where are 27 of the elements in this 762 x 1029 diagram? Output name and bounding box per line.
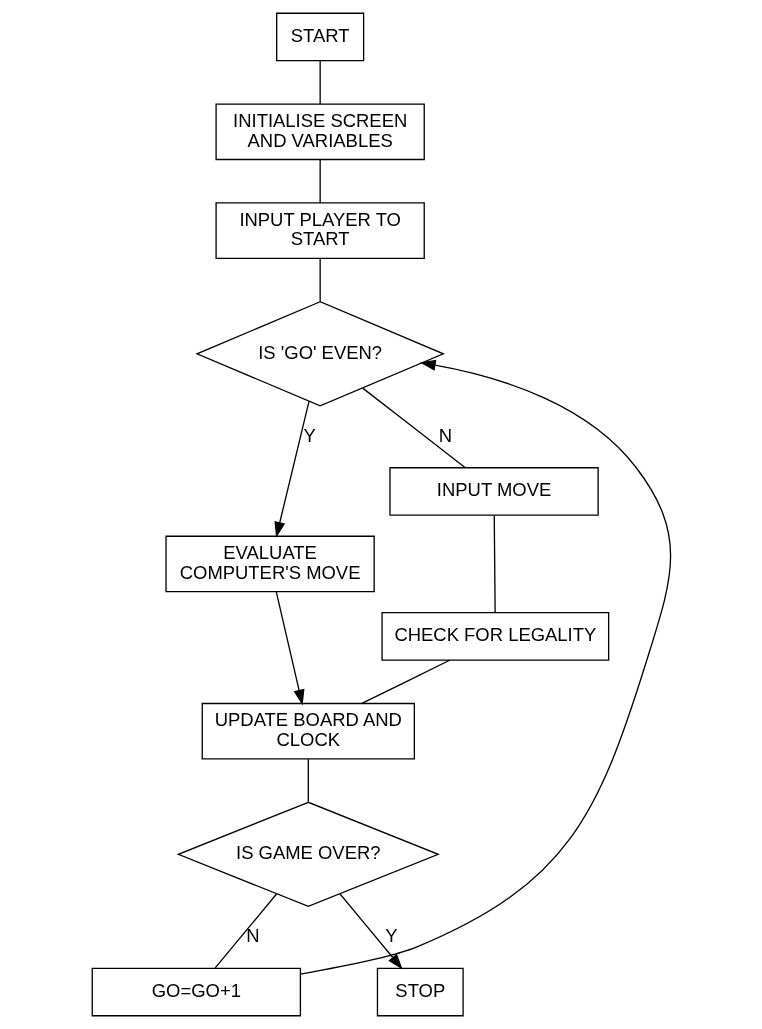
- node-diamond: IS GAME OVER?: [176, 801, 440, 908]
- arrow: [299, 359, 671, 975]
- node-box: CHECK FOR LEGALITY: [380, 612, 609, 661]
- node-box: START: [275, 12, 364, 62]
- connector: [360, 659, 450, 705]
- node-box: GO=GO+1: [91, 967, 301, 1017]
- edge-label: N: [245, 925, 260, 947]
- connector: [319, 258, 321, 303]
- arrow: [273, 400, 310, 538]
- node-box: INITIALISE SCREEN AND VARIABLES: [214, 103, 425, 161]
- edge-label: Y: [384, 925, 397, 947]
- node-box: EVALUATE COMPUTER'S MOVE: [164, 535, 375, 593]
- connector: [361, 387, 466, 469]
- edge-label: N: [438, 424, 452, 446]
- connector: [319, 60, 321, 105]
- node-box: STOP: [376, 967, 464, 1017]
- arrow: [275, 591, 304, 706]
- connector: [319, 159, 321, 204]
- connector: [493, 514, 496, 613]
- node-diamond: IS 'GO' EVEN?: [194, 301, 445, 407]
- node-box: INPUT PLAYER TO START: [214, 202, 425, 259]
- connector: [307, 758, 309, 803]
- edge-label: Y: [302, 424, 316, 446]
- connector: [214, 893, 277, 969]
- node-box: INPUT MOVE: [388, 467, 599, 516]
- node-box: UPDATE BOARD AND CLOCK: [201, 702, 415, 760]
- arrow: [338, 893, 403, 970]
